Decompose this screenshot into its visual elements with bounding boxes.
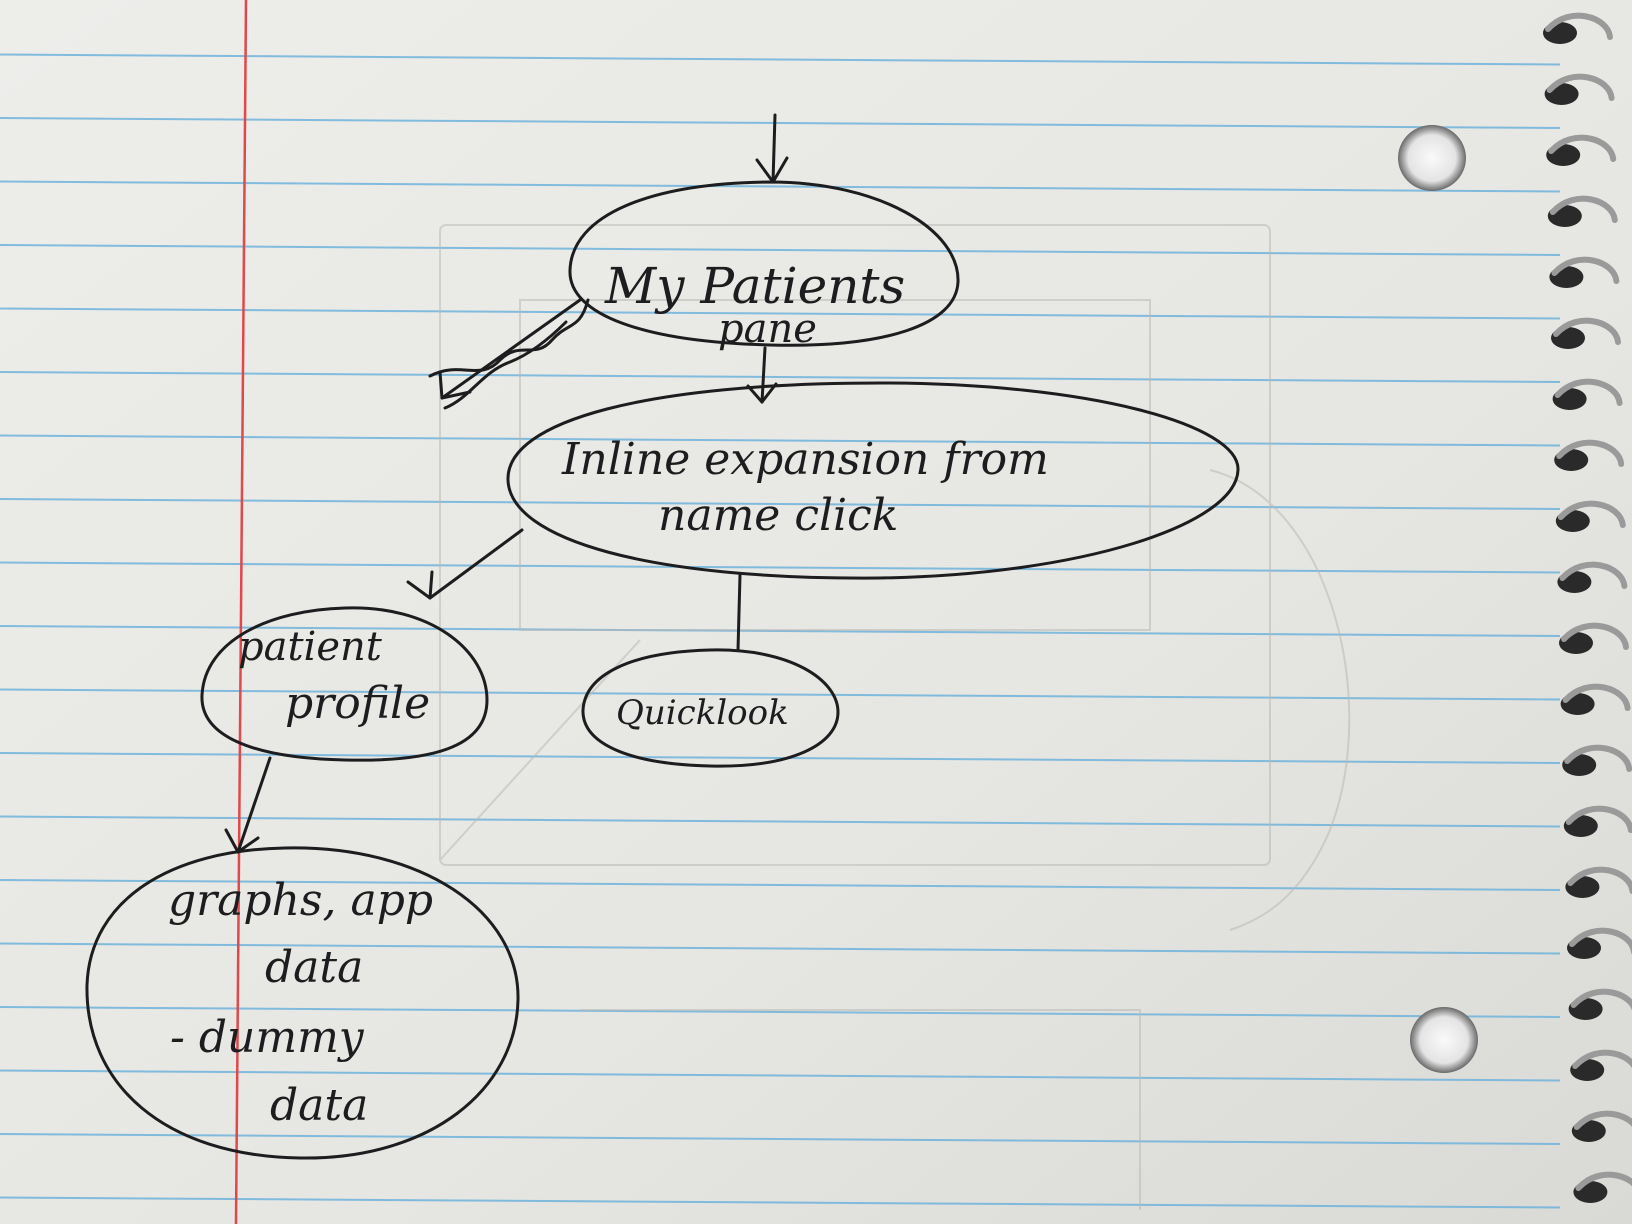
ruled-lines xyxy=(0,53,1561,1209)
node-graphs xyxy=(85,846,520,1160)
spiral-coil-loop xyxy=(1557,500,1626,528)
label-my-patients-line1: My Patients xyxy=(604,257,905,315)
node-quicklook xyxy=(581,648,840,768)
edge-inline-to-quicklook xyxy=(736,573,742,652)
rule-line xyxy=(0,879,1561,891)
rule-line xyxy=(0,180,1561,193)
spiral-coil-loop xyxy=(1564,744,1632,772)
label-patient-profile-line2: profile xyxy=(285,678,430,729)
spiral-coil-loop xyxy=(1567,866,1632,894)
node-inline-expansion xyxy=(506,381,1240,580)
edge-inline-to-profile xyxy=(406,528,524,600)
spiral-binding xyxy=(1545,12,1632,1191)
spiral-coil-loop xyxy=(1573,1110,1632,1130)
rule-line xyxy=(0,371,1561,383)
label-graphs-line3: - dummy xyxy=(170,1012,365,1063)
spiral-coil-loop xyxy=(1546,73,1615,101)
node-patient-profile xyxy=(200,606,489,762)
label-quicklook: Quicklook xyxy=(616,693,789,733)
spiral-coil-loop xyxy=(1565,805,1632,833)
edge-patients-to-inline xyxy=(746,346,778,404)
rule-line xyxy=(0,815,1561,828)
margin-line xyxy=(234,0,248,1224)
rule-line xyxy=(0,752,1561,764)
rule-line xyxy=(0,1133,1561,1145)
node-my-patients xyxy=(568,180,960,347)
spiral-coil-loop xyxy=(1570,988,1632,1012)
rule-line xyxy=(0,307,1561,320)
spiral-coil-loop xyxy=(1545,12,1613,40)
punch-hole-bottom xyxy=(1410,1007,1478,1073)
label-graphs-line2: data xyxy=(265,942,363,993)
spiral-coil-loop xyxy=(1561,622,1629,650)
spiral-coil-loop xyxy=(1556,439,1625,467)
label-graphs-line1: graphs, app xyxy=(168,875,433,926)
crossed-out-arrow xyxy=(428,298,590,410)
label-inline-expansion-line1: Inline expansion from xyxy=(561,434,1049,485)
rule-line xyxy=(0,117,1561,129)
spiral-coil-loop xyxy=(1554,378,1623,406)
spiral-coil-loop xyxy=(1548,134,1617,162)
rule-line xyxy=(0,1069,1561,1082)
rule-line xyxy=(0,434,1561,447)
spiral-coil-loop xyxy=(1553,317,1621,345)
show-through-sketch xyxy=(439,224,1351,1210)
rule-line xyxy=(0,1006,1561,1018)
rule-line xyxy=(0,688,1561,701)
rule-line xyxy=(0,498,1561,510)
label-graphs-line4: data xyxy=(270,1080,368,1131)
spiral-coil-loop xyxy=(1551,256,1620,284)
label-my-patients-line2: pane xyxy=(718,306,817,352)
rule-line xyxy=(0,244,1561,256)
punch-hole-top xyxy=(1398,125,1466,191)
spiral-coil-loop xyxy=(1559,561,1628,589)
rule-line xyxy=(0,561,1561,574)
spiral-coil-loop xyxy=(1562,683,1631,711)
spiral-coil-loop xyxy=(1572,1049,1632,1069)
rule-line xyxy=(0,53,1561,66)
spiral-coil-loop xyxy=(1549,195,1618,223)
label-inline-expansion-line2: name click xyxy=(658,490,898,541)
spiral-coil-loop xyxy=(1569,927,1632,955)
rule-line xyxy=(0,942,1561,955)
label-patient-profile-line1: patient xyxy=(238,624,383,670)
rule-line xyxy=(0,1196,1561,1209)
spiral-coil-loop xyxy=(1575,1171,1632,1191)
